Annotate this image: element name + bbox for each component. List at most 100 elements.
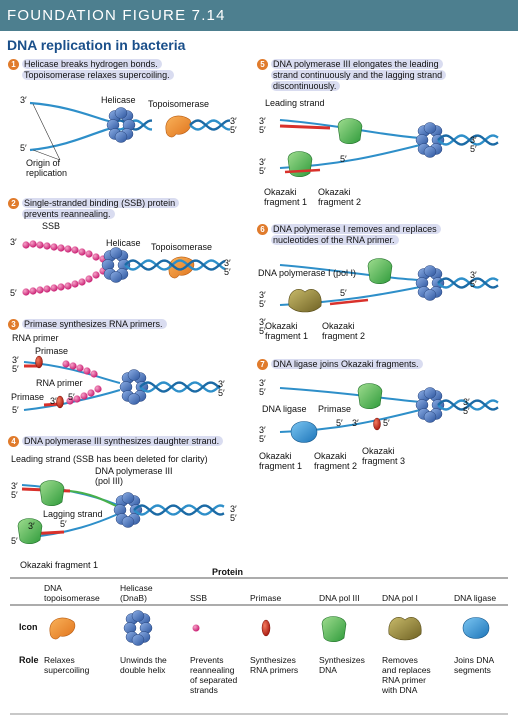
- p1-helix-right: [189, 119, 231, 131]
- table-role-cell: Relaxes supercoiling: [44, 655, 90, 675]
- helix-strand: [437, 134, 499, 146]
- label-p5-5: 5′: [259, 125, 266, 135]
- ssb-bead: [90, 370, 98, 378]
- label-p3-right-5: 5′: [218, 388, 225, 398]
- label-p2-ssb: SSB: [42, 221, 61, 231]
- dna-ligase-protein: [462, 617, 490, 639]
- label-p2-right-3: 3′: [224, 258, 231, 268]
- helicase-subunit: [423, 146, 437, 158]
- p5-lagging-rna: [284, 168, 321, 174]
- helicase-subunit: [127, 393, 141, 405]
- dna-pol-iii-body: [287, 151, 313, 178]
- helicase-protein: [119, 369, 149, 405]
- dna-pol-iii-protein: [321, 616, 347, 643]
- label-p5-ok1: Okazaki fragment 1: [264, 187, 308, 207]
- primase-protein: [35, 355, 43, 369]
- label-p4-right-5: 5′: [230, 513, 237, 523]
- label-p5-right-5: 5′: [470, 144, 477, 154]
- label-p6-mid5: 5′: [340, 288, 347, 298]
- dna-pol-iii-protein: [357, 383, 383, 410]
- label-p7-ok3: Okazaki fragment 3: [362, 446, 406, 466]
- label-p3-rna-primer-top: RNA primer: [12, 333, 59, 343]
- label-p5-right-3: 3′: [470, 135, 477, 145]
- ssb-bead: [22, 288, 30, 296]
- ssb-bead: [57, 283, 65, 291]
- dna-pol-iii-protein: [367, 258, 393, 285]
- ssb-bead: [78, 248, 86, 256]
- label-p7-b5: 5′: [259, 434, 266, 444]
- helicase-subunit: [423, 265, 437, 277]
- table-column-header: DNA ligase: [454, 593, 497, 603]
- step-1-number: 1: [8, 59, 19, 70]
- ssb-bead: [83, 367, 91, 375]
- ssb-bead: [36, 286, 44, 294]
- step-5-line-1: DNA polymerase III elongates the leading: [271, 59, 443, 69]
- label-p4-leading: Leading strand (SSB has been deleted for…: [11, 454, 208, 464]
- label-p3-b3: 3′: [50, 396, 57, 406]
- dna-pol-i-body: [288, 289, 322, 313]
- label-p4-5: 5′: [11, 490, 18, 500]
- label-p1-helicase: Helicase: [101, 95, 136, 105]
- label-p4-left5: 5′: [11, 536, 18, 546]
- primase-protein: [56, 395, 64, 409]
- helix-strand: [124, 259, 226, 271]
- dna-pol-iii-body: [357, 383, 383, 410]
- ssb-bead: [92, 271, 100, 279]
- dna-ligase-body: [462, 617, 490, 639]
- label-p2-helicase: Helicase: [106, 238, 141, 248]
- ssb-bead: [69, 362, 77, 370]
- step-3-line-1: Primase synthesizes RNA primers.: [22, 319, 167, 329]
- label-p3-b5: 5′: [68, 392, 75, 402]
- label-p7-mid5: 5′: [336, 418, 343, 428]
- table-row-label-icon: Icon: [19, 622, 38, 632]
- dna-pol-iii-body: [337, 118, 363, 145]
- table-role-cell: Removes and replaces RNA primer with DNA: [382, 655, 431, 695]
- label-p6-5: 5′: [259, 299, 266, 309]
- label-p7-mid5b: 5′: [383, 418, 390, 428]
- helix-strand: [437, 277, 499, 289]
- label-p2-5prime: 5′: [10, 288, 17, 298]
- p4-leading-new: [69, 490, 117, 507]
- step-7-number: 7: [257, 359, 268, 370]
- table-role-cell: Synthesizes RNA primers: [250, 655, 299, 675]
- dna-pol-iii-protein: [287, 151, 313, 178]
- ssb-bead: [66, 397, 74, 405]
- dna-ligase-body: [290, 421, 318, 443]
- primase-icon: [261, 619, 271, 637]
- label-p1-origin: Origin of replication: [26, 158, 68, 178]
- label-p3-primase-bottom: Primase: [11, 392, 45, 402]
- step-5-line-2: strand continuously and the lagging stra…: [271, 70, 447, 80]
- label-p5-ok2: Okazaki fragment 2: [318, 187, 362, 207]
- label-p5-b3: 3′: [259, 157, 266, 167]
- topoisomerase-protein: [49, 617, 76, 640]
- step-6-number: 6: [257, 224, 268, 235]
- table-role-cell: Unwinds the double helix: [120, 655, 167, 675]
- p6-helix: [437, 277, 499, 289]
- topoisomerase-protein: [165, 115, 192, 138]
- label-p6-b3: 3′: [259, 317, 266, 327]
- ssb-bead: [64, 282, 72, 290]
- step-1-line-2: Topoisomerase relaxes supercoiling.: [22, 70, 174, 80]
- p6-top-strand: [279, 264, 421, 281]
- helix-strand: [133, 504, 225, 516]
- ssb-bead: [76, 364, 84, 372]
- label-p1-right-3: 3′: [230, 116, 237, 126]
- step-2-line-2: prevents reannealing.: [22, 209, 115, 219]
- step-6-line-2: nucleotides of the RNA primer.: [271, 235, 399, 245]
- helix-strand: [189, 119, 231, 131]
- ssb-bead: [57, 244, 65, 252]
- label-p2-3prime: 3′: [10, 237, 17, 247]
- dna-pol-iii-body: [367, 258, 393, 285]
- ssb-bead: [29, 240, 37, 248]
- helicase-subunit: [131, 634, 145, 646]
- helicase-protein: [113, 492, 143, 528]
- label-p7-b3: 3′: [259, 425, 266, 435]
- label-p4-b3: 3′: [28, 521, 35, 531]
- ssb-bead: [73, 395, 81, 403]
- table-row-label-role: Role: [19, 655, 39, 665]
- table-role-cell: Prevents reannealing of separated strand…: [190, 655, 238, 695]
